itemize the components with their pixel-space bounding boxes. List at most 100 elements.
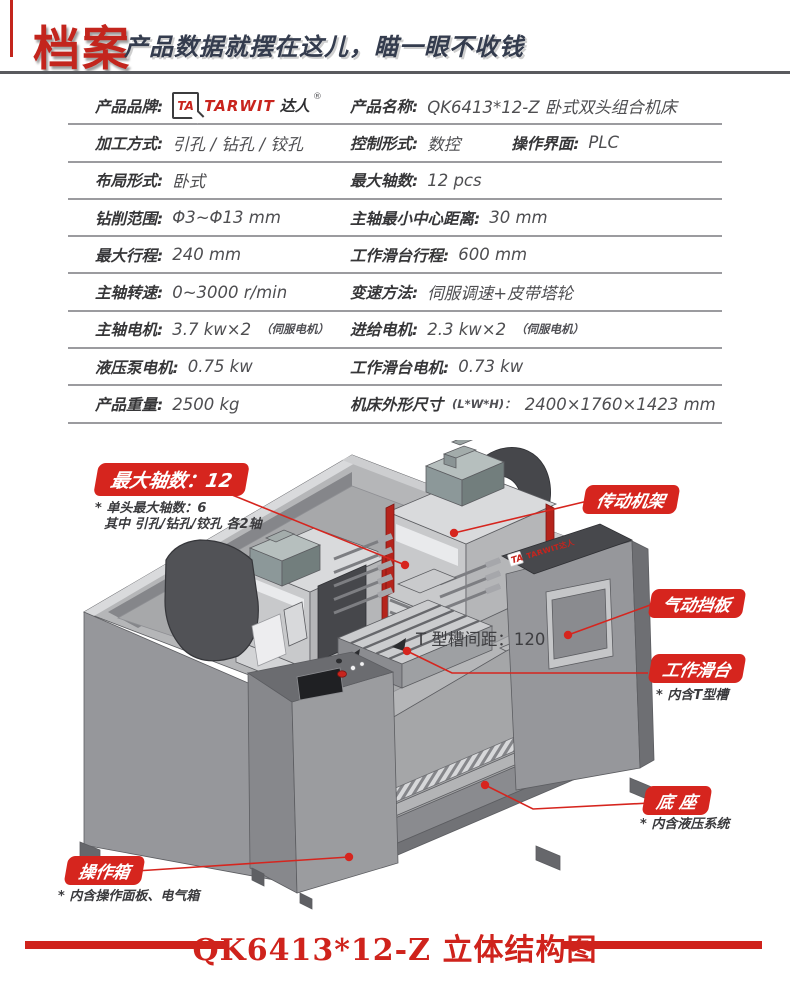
row-label: 最大轴数: (350, 172, 419, 191)
dot-baffle (563, 630, 573, 640)
row-value: 2.3 kw×2 (427, 319, 507, 339)
row-label: 液压泵电机: (95, 358, 179, 377)
left-motor-side (281, 544, 321, 587)
machine-3d-diagram: TA TARWIT达人 (79, 440, 655, 910)
table-row: 主轴电机: 3.7 kw×2 （伺服电机） 进给电机: 2.3 kw×2 （伺服… (68, 312, 722, 350)
callout-work-slide-note: * 内含T型槽 (656, 688, 729, 703)
brand-logo-monogram: TA (510, 553, 525, 566)
table-row: 产品品牌: TA TARWIT 达人 ® 产品名称: QK6413*12-Z 卧… (68, 88, 722, 126)
leader-console (135, 856, 350, 872)
white-button (359, 661, 365, 667)
dot-max-axes (400, 560, 410, 570)
red-button (337, 670, 347, 678)
row-label: 钻削范围: (95, 209, 164, 228)
pneumatic-baffle-panel: TA TARWIT达人 (501, 523, 655, 791)
row-label: 最大行程: (95, 246, 164, 265)
leader-max-axes (209, 485, 406, 566)
callout-dots (344, 528, 573, 862)
baffle-top-band (501, 523, 634, 575)
table-row: 产品重量: 2500 kg 机床外形尺寸 (L*W*H)： 2400×1760×… (68, 386, 722, 424)
table-row: 钻削范围: Φ3~Φ13 mm 主轴最小中心距离: 30 mm (68, 200, 722, 238)
row-label: 加工方式: (95, 134, 164, 153)
footer-rule-right (562, 941, 762, 949)
brand-logo: TA TARWIT 达人 ® (172, 92, 322, 120)
row-value: 240 mm (172, 245, 242, 265)
leader-base (484, 784, 651, 810)
rear-motor-side (461, 461, 505, 507)
table-row: 液压泵电机: 0.75 kw 工作滑台电机: 0.73 kw (68, 349, 722, 387)
callout-max-axes-note1: * 单头最大轴数：6 (95, 501, 207, 516)
dot-base (480, 780, 490, 790)
left-accent-bar (10, 0, 13, 57)
row-label: 产品重量: (95, 396, 164, 415)
row-value: 3.7 kw×2 (172, 319, 252, 339)
rear-head-panel (396, 524, 458, 566)
row-label: 主轴最小中心距离: (350, 209, 481, 228)
callout-base: 底 座 (641, 786, 713, 815)
row-value: 0.73 kw (458, 357, 524, 377)
callout-max-axes-note2: 其中 引孔/钻孔/铰孔 各2轴 (104, 517, 262, 532)
row-value: QK6413*12-Z 卧式双头组合机床 (427, 97, 677, 117)
brand-logo-icon (507, 551, 524, 567)
support-column (283, 601, 308, 647)
row-value: 2400×1760×1423 mm (524, 394, 716, 414)
footer-caption: QK6413*12-Z 立体结构图 (192, 933, 598, 968)
row-label: 主轴电机: (95, 321, 164, 340)
row-label: 产品品牌: (95, 97, 164, 116)
row-value: 卧式 (172, 172, 206, 192)
table-row: 最大行程: 240 mm 工作滑台行程: 600 mm (68, 237, 722, 275)
belt-guard (164, 539, 259, 662)
row-label-sub: (L*W*H)： (452, 397, 516, 412)
leader-baffle (567, 603, 654, 636)
spindle-collars (376, 533, 502, 599)
rear-motor-cap-front (443, 453, 457, 469)
baffle-window (551, 588, 608, 660)
console-screen (296, 667, 344, 701)
console-foot (251, 867, 265, 887)
dark-button (336, 658, 342, 664)
baffle-face (505, 540, 641, 791)
dot-transmission (449, 528, 459, 538)
callout-lines (135, 485, 654, 872)
row-value: 0.75 kw (187, 357, 253, 377)
table-row: 布局形式: 卧式 最大轴数: 12 pcs (68, 163, 722, 200)
row-value: 30 mm (489, 208, 548, 228)
row-value: 2500 kg (172, 394, 240, 414)
table-row: 加工方式: 引孔 / 钻孔 / 铰孔 控制形式: 数控 操作界面: PLC (68, 125, 722, 163)
table-row: 主轴转速: 0~3000 r/min 变速方法: 伺服调速+皮带塔轮 (68, 274, 722, 312)
left-motor-cap (264, 529, 296, 543)
console-foot (299, 892, 313, 910)
brand-logo-icon: TA (172, 92, 200, 120)
row-label: 变速方法: (350, 284, 419, 303)
row-value: 数控 (427, 134, 461, 154)
work-slide (336, 599, 494, 689)
header-divider (0, 71, 790, 74)
tslot-arrow-icon (392, 638, 406, 651)
callout-console: 操作箱 (63, 856, 146, 885)
callout-console-note: * 内含操作面板、电气箱 (58, 889, 200, 904)
row-label: 产品名称: (350, 97, 419, 116)
row-label: 操作界面: (511, 134, 580, 153)
row-value: 引孔 / 钻孔 / 铰孔 (172, 134, 304, 154)
row-label: 主轴转速: (95, 284, 164, 303)
row-value: PLC (588, 133, 620, 153)
white-button (349, 665, 356, 672)
dot-slide (402, 646, 412, 656)
callout-base-note: * 内含液压系统 (640, 817, 730, 832)
row-value: 12 pcs (427, 170, 482, 190)
dot-console (344, 852, 354, 862)
brand-name: TARWIT (204, 96, 275, 115)
leader-slide (406, 650, 648, 674)
callout-work-slide: 工作滑台 (647, 654, 747, 683)
row-value: 0~3000 r/min (172, 282, 288, 302)
page-title: 档案 (33, 22, 131, 77)
left-head-panel (242, 574, 304, 610)
rim-back (84, 455, 362, 616)
row-label: 布局形式: (95, 172, 164, 191)
baffle-edge (631, 540, 655, 769)
row-value: Φ3~Φ13 mm (172, 208, 281, 228)
brand-name-cn: 达人 (279, 97, 310, 116)
callout-transmission-frame: 传动机架 (581, 485, 681, 514)
leader-transmission (453, 499, 593, 534)
row-value: 600 mm (458, 245, 528, 265)
